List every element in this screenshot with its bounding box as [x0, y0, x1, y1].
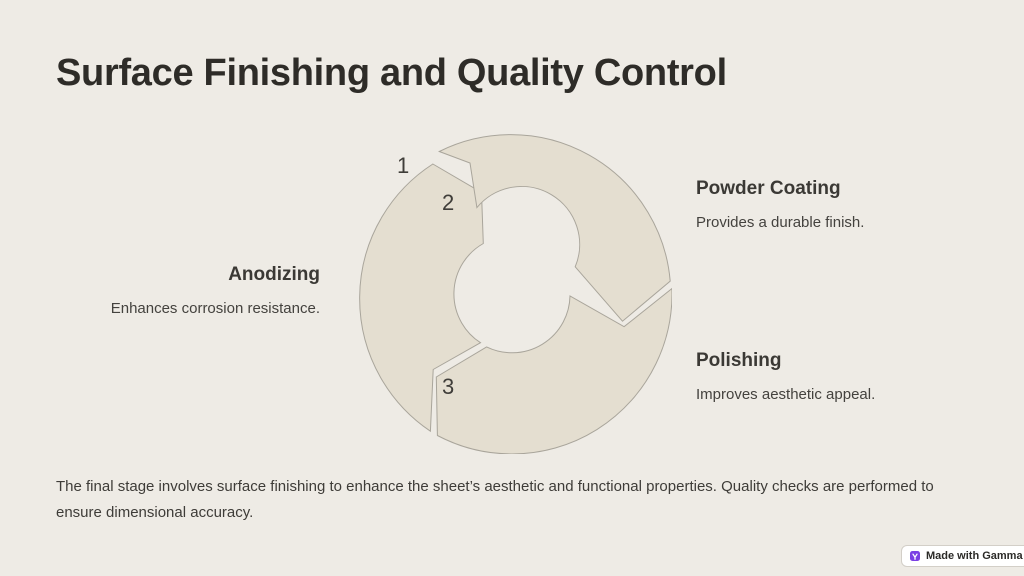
cycle-segment-3	[435, 287, 672, 454]
step-heading-polishing: Polishing	[696, 350, 782, 371]
made-with-gamma-badge[interactable]: Made with Gamma	[901, 545, 1024, 567]
cycle-diagram: 1 2 3	[359, 134, 672, 454]
step-heading-anodizing: Anodizing	[228, 264, 320, 285]
step-number-3: 3	[442, 374, 454, 399]
step-heading-powder-coating: Powder Coating	[696, 178, 841, 199]
step-number-1: 1	[397, 153, 409, 178]
badge-label: Made with Gamma	[926, 550, 1023, 562]
slide-description: The final stage involves surface finishi…	[56, 478, 934, 521]
step-text-anodizing: Enhances corrosion resistance.	[110, 300, 320, 317]
step-block-polishing: Polishing Improves aesthetic appeal.	[696, 350, 996, 403]
step-text-powder-coating: Provides a durable finish.	[696, 214, 865, 231]
step-block-anodizing: Anodizing Enhances corrosion resistance.	[20, 264, 320, 317]
cycle-segment-1	[359, 163, 484, 433]
step-number-2: 2	[442, 190, 454, 215]
step-text-polishing: Improves aesthetic appeal.	[696, 386, 876, 403]
gamma-logo-icon	[910, 551, 920, 561]
slide-title: Surface Finishing and Quality Control	[56, 52, 727, 94]
step-block-powder-coating: Powder Coating Provides a durable finish…	[696, 178, 996, 231]
cycle-segment-2	[438, 134, 671, 322]
